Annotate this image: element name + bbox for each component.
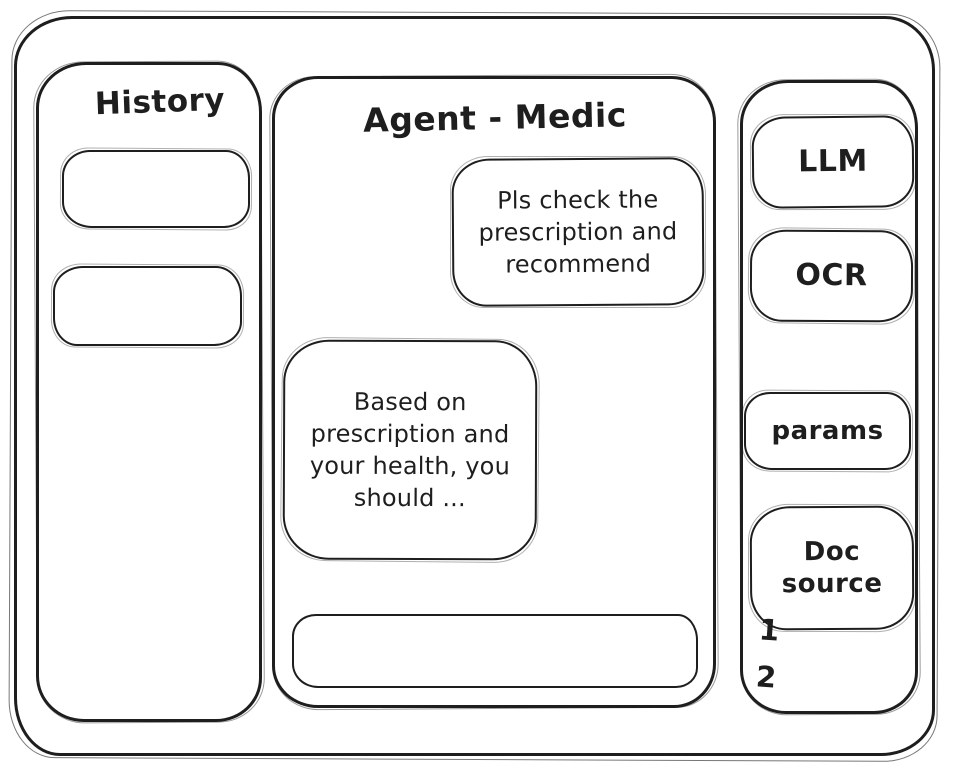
- history-item[interactable]: [62, 150, 250, 228]
- chat-title: Agent - Medic: [362, 95, 628, 140]
- params-button[interactable]: params: [744, 392, 911, 470]
- chat-input[interactable]: [292, 614, 698, 688]
- doc-source-1-label: 1: [757, 612, 781, 648]
- history-item[interactable]: [53, 266, 242, 346]
- assistant-message-bubble: Based on prescription and your health, y…: [282, 339, 538, 561]
- llm-button[interactable]: LLM: [751, 115, 915, 209]
- history-title: History: [94, 81, 226, 123]
- ocr-button[interactable]: OCR: [749, 229, 914, 323]
- doc-source-button[interactable]: Doc source: [749, 505, 915, 631]
- user-message-bubble: Pls check the prescription and recommend: [451, 157, 705, 307]
- doc-source-2-label: 2: [754, 659, 778, 695]
